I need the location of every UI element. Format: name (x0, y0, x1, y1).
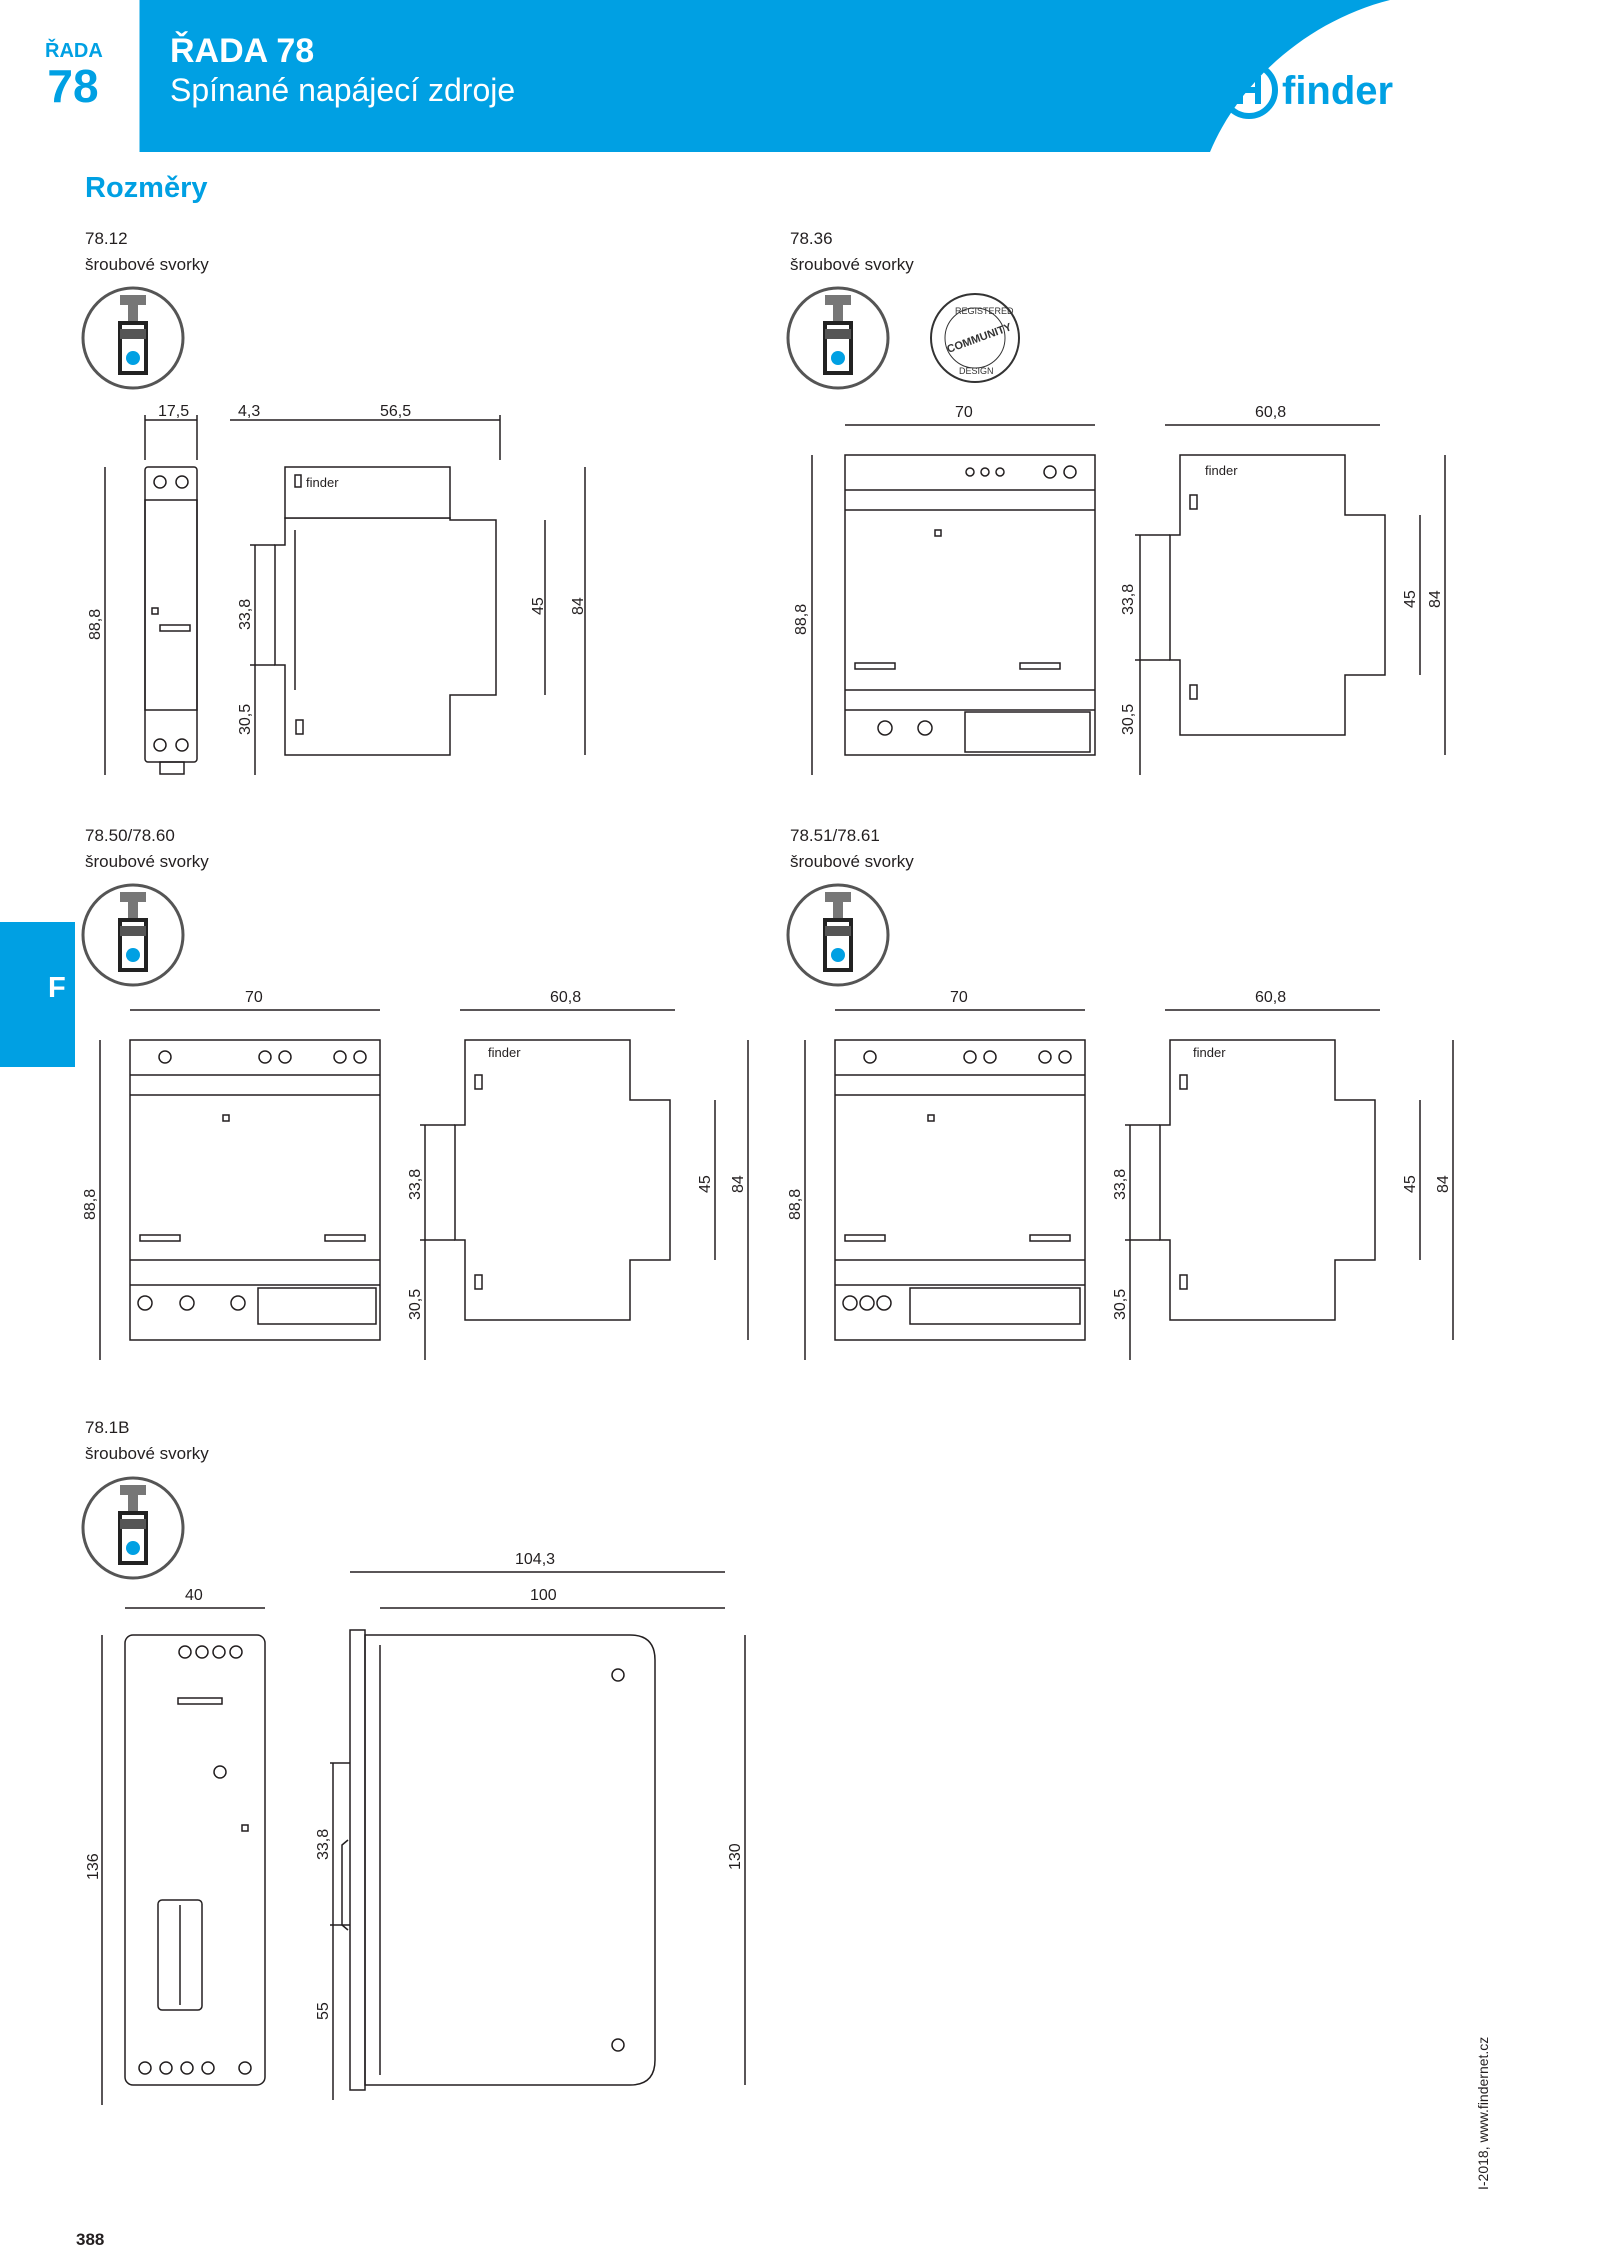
dim-d2: 55 (315, 2002, 332, 2020)
dim-45: 45 (530, 597, 547, 615)
series-label: ŘADA (45, 40, 103, 62)
dim-depth: 60,8 (1255, 989, 1286, 1006)
dim-height: 88,8 (87, 609, 104, 640)
terminal-type: šroubové svorky (790, 852, 914, 871)
side-brand: finder (1205, 463, 1238, 478)
stamp-text-3: DESIGN (959, 366, 994, 376)
model-label-78-1b: 78.1B šroubové svorky (85, 1415, 209, 1467)
terminal-type: šroubové svorky (790, 255, 914, 274)
page-title: ŘADA 78 (170, 32, 315, 70)
model-label-78-50: 78.50/78.60 šroubové svorky (85, 823, 209, 875)
drawing-78-51: 70 60,8 88,8 finder 33,8 30,5 45 84 (787, 989, 1454, 1360)
series-badge: ŘADA 78 (45, 40, 103, 112)
drawing-78-36: 70 60,8 88,8 finder 33,8 30,5 45 84 (793, 404, 1446, 775)
dim-height: 88,8 (787, 1189, 804, 1220)
finder-logo-icon: finder (1220, 61, 1393, 119)
dim-width: 40 (185, 1587, 203, 1604)
series-number: 78 (47, 60, 99, 112)
dim-84: 84 (1435, 1175, 1452, 1193)
dim-width: 17,5 (158, 403, 189, 420)
dim-depth: 100 (530, 1587, 557, 1604)
model-code: 78.51/78.61 (790, 826, 880, 845)
model-code: 78.50/78.60 (85, 826, 175, 845)
side-brand: finder (488, 1045, 521, 1060)
dim-depth: 60,8 (550, 989, 581, 1006)
dim-84: 84 (730, 1175, 747, 1193)
dim-d1: 33,8 (1112, 1169, 1129, 1200)
dim-offset: 4,3 (238, 403, 260, 420)
page-subtitle: Spínané napájecí zdroje (170, 72, 516, 108)
stamp-text-1: REGISTERED (955, 306, 1014, 316)
side-tab: F (0, 922, 75, 1067)
dim-84: 84 (570, 597, 587, 615)
screw-terminal-icon (786, 883, 890, 987)
model-code: 78.36 (790, 229, 833, 248)
terminal-type: šroubové svorky (85, 255, 209, 274)
side-brand: finder (306, 475, 339, 490)
terminal-type: šroubové svorky (85, 852, 209, 871)
brand-text: finder (1282, 69, 1393, 113)
model-code: 78.12 (85, 229, 128, 248)
dim-height: 88,8 (793, 604, 810, 635)
design-stamp-icon: REGISTERED COMMUNITY DESIGN (930, 293, 1020, 383)
dim-width: 70 (950, 989, 968, 1006)
dim-d2: 30,5 (237, 704, 254, 735)
drawing-78-50: 70 60,8 88,8 finder 33,8 30,5 45 84 (82, 989, 749, 1360)
dim-width: 70 (245, 989, 263, 1006)
dim-width: 70 (955, 404, 973, 421)
dim-height: 88,8 (82, 1189, 99, 1220)
drawing-78-12: 17,5 4,3 56,5 88,8 finder 33,8 30,5 45 8… (87, 403, 587, 775)
dim-d2: 30,5 (1112, 1289, 1129, 1320)
drawing-78-1b: 40 104,3 100 136 33,8 55 130 (85, 1551, 746, 2105)
model-label-78-51: 78.51/78.61 šroubové svorky (790, 823, 914, 875)
screw-terminal-icon (81, 883, 185, 987)
dim-45: 45 (1402, 590, 1419, 608)
dim-height: 136 (85, 1853, 102, 1880)
page-number: 388 (76, 2230, 105, 2249)
dim-depth: 56,5 (380, 403, 411, 420)
finder-logo: finder (1218, 58, 1458, 127)
terminal-type: šroubové svorky (85, 1444, 209, 1463)
dim-d1: 33,8 (237, 599, 254, 630)
dim-d1: 33,8 (315, 1829, 332, 1860)
section-title: Rozměry (85, 172, 208, 204)
screw-terminal-icon (81, 1476, 185, 1580)
screw-terminal-icon (786, 286, 890, 390)
model-label-78-12: 78.12 šroubové svorky (85, 226, 209, 278)
side-tab-letter: F (48, 972, 66, 1004)
screw-terminal-icon (81, 286, 185, 390)
footer-note: I-2018, www.findernet.cz (1475, 2036, 1491, 2190)
side-brand: finder (1193, 1045, 1226, 1060)
dim-d2: 30,5 (407, 1289, 424, 1320)
dim-depth-total: 104,3 (515, 1551, 555, 1568)
model-label-78-36: 78.36 šroubové svorky (790, 226, 914, 278)
dim-45: 45 (697, 1175, 714, 1193)
dim-d1: 33,8 (1120, 584, 1137, 615)
dim-d1: 33,8 (407, 1169, 424, 1200)
header-band (139, 0, 1600, 152)
stamp-text-2: COMMUNITY (945, 321, 1013, 356)
dim-45: 45 (1402, 1175, 1419, 1193)
dim-depth: 60,8 (1255, 404, 1286, 421)
dim-d2: 30,5 (1120, 704, 1137, 735)
model-code: 78.1B (85, 1418, 130, 1437)
dim-84: 84 (1427, 590, 1444, 608)
dim-130: 130 (727, 1843, 744, 1870)
